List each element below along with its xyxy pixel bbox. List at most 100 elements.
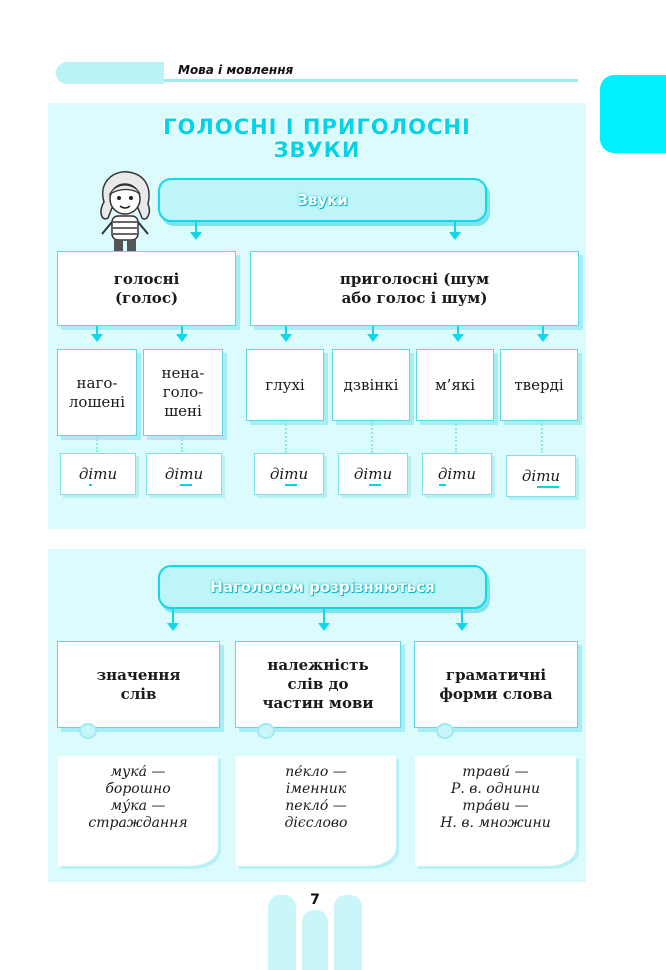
note-line: страждання <box>88 815 188 831</box>
category-line: форми слова <box>439 684 553 703</box>
decor-bar <box>268 895 296 970</box>
example-part: ти <box>93 465 118 483</box>
example-marked-letter: і <box>88 465 94 486</box>
note-line: Н. в. множини <box>440 815 551 831</box>
note-card: пе́кло — іменник пекло́ — дієслово <box>236 756 396 866</box>
category-line: частин мови <box>262 694 374 712</box>
example-part: ді <box>164 465 180 483</box>
soft-box: м’які <box>416 349 494 421</box>
grammar-forms-box: граматичні форми слова <box>414 641 578 728</box>
pin-icon <box>79 723 97 739</box>
connector <box>172 609 174 623</box>
arrow <box>190 232 202 240</box>
connector <box>542 326 544 334</box>
arrow <box>537 334 549 342</box>
example-part: д <box>78 465 89 483</box>
stress-root-pill: Наголосом розрізняються <box>158 565 487 609</box>
example-part: ді <box>353 465 369 483</box>
sounds-root-pill: Звуки <box>158 178 487 222</box>
page-number: 7 <box>310 892 320 908</box>
connector <box>181 326 183 334</box>
note-line: борошно <box>105 781 171 797</box>
note-line: пекло́ — <box>285 798 347 814</box>
example-marked-letter: ти <box>536 467 561 488</box>
note-line: пе́кло — <box>285 764 347 780</box>
dotted-connector <box>181 436 183 452</box>
consonants-line2: або голос і шум) <box>341 288 488 307</box>
stressed-line1: наго- <box>76 373 118 392</box>
note-line: дієслово <box>284 815 348 831</box>
unstressed-vowels-box: нена- голо- шені <box>143 349 223 436</box>
vowels-line2: (голос) <box>114 288 179 307</box>
decor-bar <box>334 895 362 970</box>
example-part: іти <box>447 465 477 483</box>
category-line: значення <box>96 665 181 684</box>
connector <box>461 609 463 623</box>
example-part: и <box>382 465 393 483</box>
decor-bar <box>302 910 328 970</box>
vowels-box: голосні (голос) <box>57 251 236 326</box>
pin-icon <box>436 723 454 739</box>
part-of-speech-box: належність слів до частин мови <box>235 641 401 728</box>
voiceless-box: глухі <box>246 349 324 421</box>
page-title-line1: ГОЛОСНІ І ПРИГОЛОСНІ <box>163 115 471 139</box>
connector <box>457 326 459 334</box>
section-title: Мова і мовлення <box>178 63 294 77</box>
arrow <box>280 334 292 342</box>
note-line: іменник <box>285 781 347 797</box>
dotted-connector <box>96 436 98 452</box>
unstressed-line1: нена- <box>161 364 205 382</box>
connector <box>323 609 325 623</box>
pin-icon <box>257 723 275 739</box>
arrow <box>318 623 330 631</box>
example-marked-letter: д <box>437 465 448 486</box>
unstressed-line2: голо- <box>162 383 204 401</box>
girl-illustration <box>100 171 151 252</box>
arrow <box>176 334 188 342</box>
category-line: граматичні <box>445 665 547 684</box>
arrow <box>167 623 179 631</box>
note-line: мука́ — <box>110 764 166 780</box>
connector <box>195 222 197 232</box>
example-part: ді <box>521 467 537 485</box>
dotted-connector <box>371 421 373 453</box>
side-tab <box>600 75 666 153</box>
arrow <box>91 334 103 342</box>
note-line: му́ка — <box>110 798 166 814</box>
meaning-box: значення слів <box>57 641 220 728</box>
connector <box>454 222 456 232</box>
category-line: слів до <box>287 675 349 693</box>
connector <box>96 326 98 334</box>
arrow <box>452 334 464 342</box>
dotted-connector <box>285 421 287 453</box>
example-marked-letter: т <box>284 465 299 486</box>
page-title-line2: ЗВУКИ <box>273 138 361 162</box>
consonants-line1: приголосні (шум <box>339 269 490 288</box>
example-part: ді <box>269 465 285 483</box>
category-line: належність <box>267 656 369 674</box>
stressed-line2: лошені <box>68 392 126 411</box>
hard-box: тверді <box>500 349 578 421</box>
example-part: и <box>298 465 309 483</box>
voiced-box: дзвінкі <box>332 349 410 421</box>
header-rule <box>164 79 578 82</box>
vowels-line1: голосні <box>113 269 180 288</box>
dotted-connector <box>541 421 543 453</box>
unstressed-line3: шені <box>164 402 202 420</box>
note-line: тра́ви — <box>462 798 529 814</box>
consonants-box: приголосні (шум або голос і шум) <box>250 251 579 326</box>
arrow <box>456 623 468 631</box>
dotted-connector <box>455 421 457 453</box>
arrow <box>449 232 461 240</box>
connector <box>285 326 287 334</box>
category-line: слів <box>120 684 157 703</box>
note-line: Р. в. однини <box>450 781 541 797</box>
note-card: трави́ — Р. в. однини тра́ви — Н. в. мно… <box>415 756 576 866</box>
arrow <box>367 334 379 342</box>
example-marked-letter: т <box>179 465 194 486</box>
